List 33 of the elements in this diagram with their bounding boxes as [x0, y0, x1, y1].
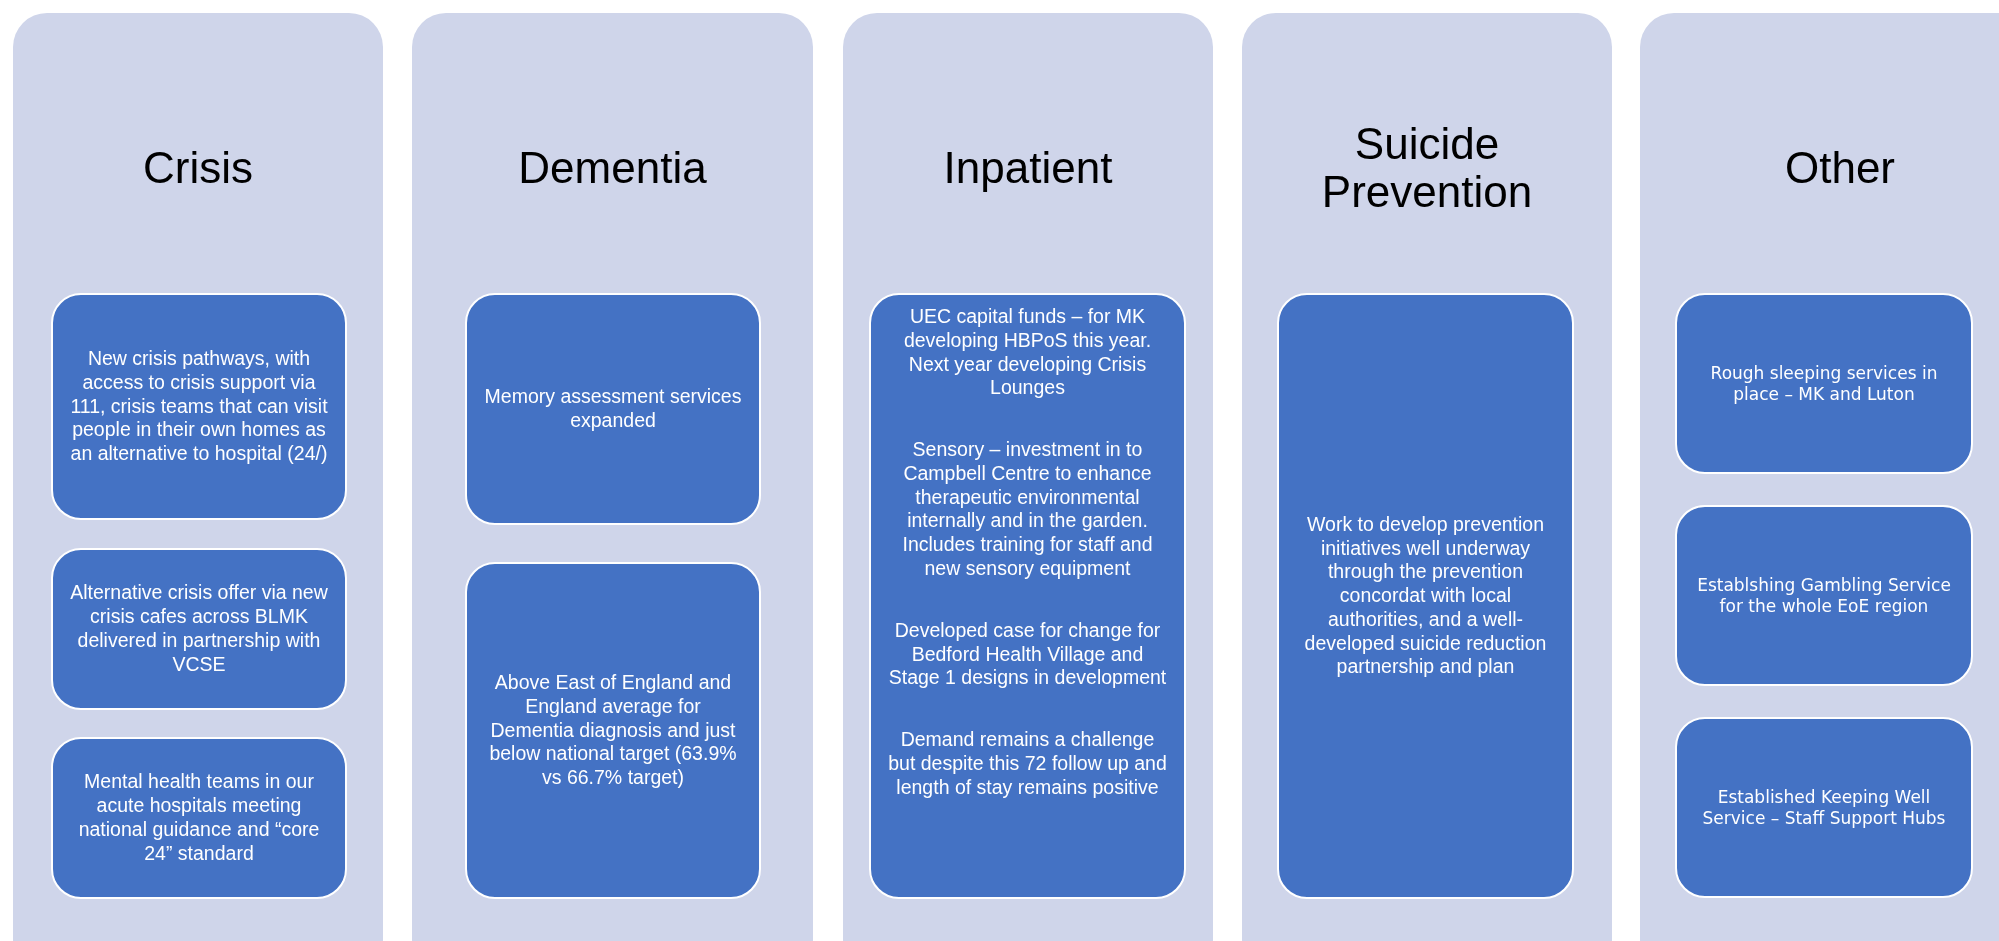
- card-text: UEC capital funds – for MK developing HBPoS this year. Next year developing Crisis Lounges: [902, 305, 1153, 401]
- card-text: Established Keeping Well Service – Staff Support Hubs: [1701, 786, 1947, 829]
- card-text: Mental health teams in our acute hospitals meeting national guidance and “core 24” standard: [77, 770, 321, 866]
- info-card: [465, 562, 761, 899]
- info-card: [869, 293, 1186, 899]
- info-card: [51, 548, 347, 710]
- card-text: Memory assessment services expanded: [483, 385, 743, 433]
- card-text: Demand remains a challenge but despite this 72 follow up and length of stay remains positive: [887, 728, 1168, 800]
- card-text: Developed case for change for Bedford Health Village and Stage 1 designs in development: [887, 618, 1168, 691]
- card-text: Rough sleeping services in place – MK and Luton: [1709, 362, 1939, 405]
- card-text: Work to develop prevention initiatives well underway through the prevention concordat with local authorities, and a well-developed suicide reduction partnership and plan: [1303, 512, 1548, 680]
- column-heading: Other: [1783, 143, 1896, 193]
- column-heading: Inpatient: [942, 143, 1114, 193]
- info-card: [1675, 293, 1973, 474]
- info-card: [1277, 293, 1574, 899]
- category-column: [843, 13, 1213, 941]
- info-card: [465, 293, 761, 525]
- column-heading: Dementia: [517, 143, 708, 193]
- category-column: [13, 13, 383, 941]
- card-text: Sensory – investment in to Campbell Centre to enhance therapeutic environmental internally and in the garden. Includes training for staff and new sensory equipment: [901, 438, 1154, 581]
- card-text: New crisis pathways, with access to crisis support via 111, crisis teams that can visit people in their own homes as an alternative to hospital (24/): [69, 347, 329, 466]
- info-card: [1675, 505, 1973, 686]
- column-heading: Crisis: [142, 143, 254, 193]
- category-column: [1640, 13, 1999, 941]
- card-text: Establshing Gambling Service for the whole EoE region: [1696, 574, 1952, 617]
- card-text: Alternative crisis offer via new crisis cafes across BLMK delivered in partnership with VCSE: [69, 581, 329, 677]
- info-card: [51, 293, 347, 520]
- card-text: Above East of England and England average for Dementia diagnosis and just below national target (63.9% vs 66.7% target): [488, 671, 738, 790]
- column-heading: Suicide Prevention: [1320, 119, 1534, 217]
- info-card: [1675, 717, 1973, 898]
- category-column: [1242, 13, 1612, 941]
- category-column: [412, 13, 813, 941]
- info-card: [51, 737, 347, 899]
